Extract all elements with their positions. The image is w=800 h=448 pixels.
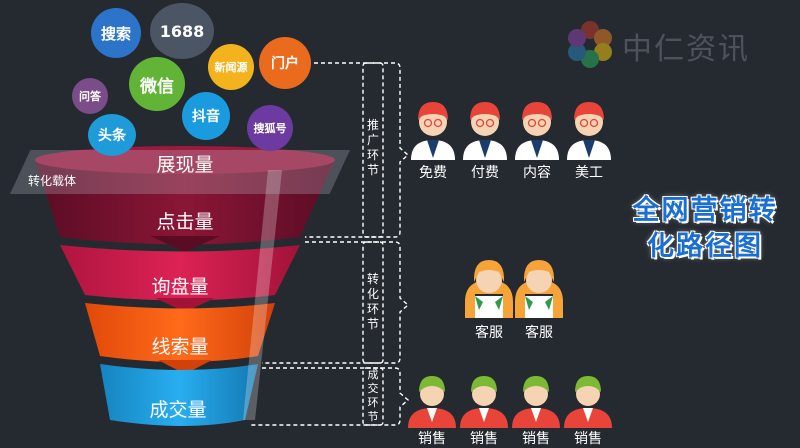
funnel-stage-pink — [60, 245, 300, 301]
section-label-promotion: 推广环节 — [366, 118, 379, 177]
role-label: 客服 — [525, 325, 553, 341]
funnel-stage-orange — [85, 303, 275, 362]
role-label: 客服 — [475, 325, 503, 341]
bracket-deal — [250, 367, 410, 426]
person-icon — [411, 102, 455, 160]
bubble-portal: 门户 — [259, 37, 311, 89]
bubble-1688: 1688 — [150, 3, 214, 59]
person-icon — [463, 102, 507, 160]
person-icon — [512, 376, 560, 428]
bubble-search: 搜索 — [91, 8, 141, 58]
section-label-conversion: 转化环节 — [366, 272, 379, 331]
bubble-toutiao: 头条 — [88, 114, 136, 156]
funnel-arrow — [158, 360, 212, 374]
title-line-1: 全网营销转 — [632, 195, 778, 226]
carrier-label: 转化载体 — [28, 174, 77, 188]
stage-label: 线索量 — [151, 336, 209, 358]
bubble-douyin: 抖音 — [182, 92, 230, 140]
bracket-promotion — [300, 62, 410, 238]
funnel-highlight — [243, 170, 282, 420]
role-label: 免费 — [419, 165, 447, 181]
person-icon — [460, 376, 508, 428]
logo: 中仁资讯 — [560, 14, 760, 74]
bracket-conversion — [262, 241, 410, 364]
title-line-2: 化路径图 — [647, 231, 763, 262]
role-label: 销售 — [522, 431, 550, 447]
logo-flower-icon — [568, 21, 612, 68]
person-icon — [564, 376, 612, 428]
role-label: 美工 — [575, 165, 603, 181]
stage-label: 成交量 — [149, 399, 207, 421]
person-icon — [567, 102, 611, 160]
funnel-stage-blue — [100, 364, 258, 426]
person-icon — [515, 102, 559, 160]
stage-label: 展现量 — [156, 154, 214, 176]
person-icon — [515, 260, 563, 318]
bubble-qa: 问答 — [72, 78, 108, 114]
person-icon — [408, 376, 456, 428]
role-label: 销售 — [470, 431, 498, 447]
funnel-arrow — [155, 298, 215, 312]
bubble-news: 新闻源 — [208, 44, 254, 90]
carrier-band — [10, 150, 350, 194]
section-label-deal: 成交环节 — [367, 368, 379, 423]
role-label: 销售 — [418, 431, 446, 447]
funnel-arrow — [150, 236, 220, 252]
logo-text: 中仁资讯 — [622, 32, 750, 67]
bubble-wechat: 微信 — [129, 57, 185, 111]
stage-label: 点击量 — [156, 211, 214, 233]
person-icon — [465, 260, 513, 318]
role-label: 付费 — [471, 165, 499, 181]
role-label: 销售 — [574, 431, 602, 447]
funnel-stage-top — [35, 160, 335, 245]
stage-label: 询盘量 — [151, 276, 209, 298]
bubble-sohu: 搜狐号 — [247, 105, 293, 151]
role-label: 内容 — [523, 165, 551, 181]
